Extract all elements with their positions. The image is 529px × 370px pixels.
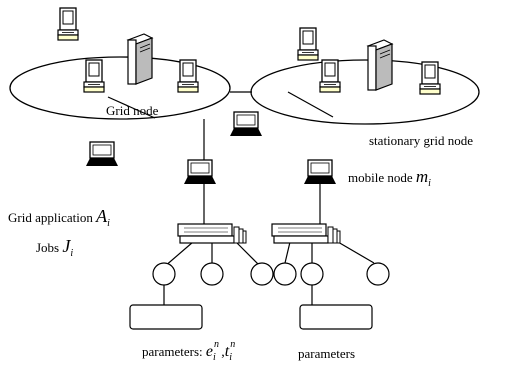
link-stationary-node-to-laptop-mid (287, 91, 334, 118)
jobs-subscript: i (70, 248, 73, 259)
parameters-right-label: parameters (298, 346, 355, 361)
desktop-computer-icon (177, 59, 199, 93)
jobs-symbol: J (62, 236, 71, 256)
parameters-left-label-text: parameters: (142, 344, 206, 359)
parameter-box-right (299, 304, 373, 330)
grid-cluster-left (9, 56, 231, 120)
laptop-icon (229, 111, 263, 137)
jobs-label-text: Jobs (36, 240, 62, 255)
grid-application-subscript: i (107, 218, 110, 229)
param-t-symbol: t (225, 343, 230, 360)
link-switch-to-job-6 (337, 241, 375, 264)
job-circle-icon (300, 262, 324, 286)
link-switch-to-job-3 (235, 241, 261, 267)
desktop-computer-icon (57, 7, 79, 41)
param-e-superscript: n (214, 339, 219, 350)
param-e-subscript: i (213, 352, 216, 363)
mobile-node-subscript: i (428, 178, 431, 189)
grid-application-label-text: Grid application (8, 210, 96, 225)
grid-cluster-right (250, 59, 480, 125)
parameter-box-left (129, 304, 203, 330)
mobile-node-label: mobile node mi (348, 167, 431, 189)
link-grid-node-to-laptop-left (107, 96, 156, 119)
job-circle-icon (366, 262, 390, 286)
job-circle-icon (273, 262, 297, 286)
grid-application-label: Grid application Ai (8, 206, 110, 229)
desktop-computer-icon (319, 59, 341, 93)
param-e-symbol: e (206, 343, 213, 360)
param-separator: , (218, 345, 225, 360)
network-switch-icon (177, 223, 247, 244)
mobile-node-symbol: m (416, 167, 428, 186)
job-circle-icon (152, 262, 176, 286)
desktop-computer-icon (83, 59, 105, 93)
link-switch-to-job-4 (284, 241, 291, 264)
server-tower-icon (127, 33, 153, 85)
jobs-label: Jobs Ji (36, 236, 73, 259)
job-circle-icon (200, 262, 224, 286)
network-switch-icon (271, 223, 341, 244)
stationary-grid-node-label: stationary grid node (369, 133, 473, 148)
laptop-icon (85, 141, 119, 167)
grid-node-label: Grid node (106, 103, 159, 118)
desktop-computer-icon (297, 27, 319, 61)
server-tower-icon (367, 39, 393, 91)
laptop-icon (183, 159, 217, 185)
desktop-computer-icon (419, 61, 441, 95)
param-t-superscript: n (230, 339, 235, 350)
param-t-subscript: i (229, 352, 232, 363)
job-circle-icon (250, 262, 274, 286)
laptop-icon (303, 159, 337, 185)
link-switch-to-job-1 (163, 241, 194, 268)
grid-application-symbol: A (95, 206, 108, 226)
mobile-node-label-text: mobile node (348, 170, 416, 185)
